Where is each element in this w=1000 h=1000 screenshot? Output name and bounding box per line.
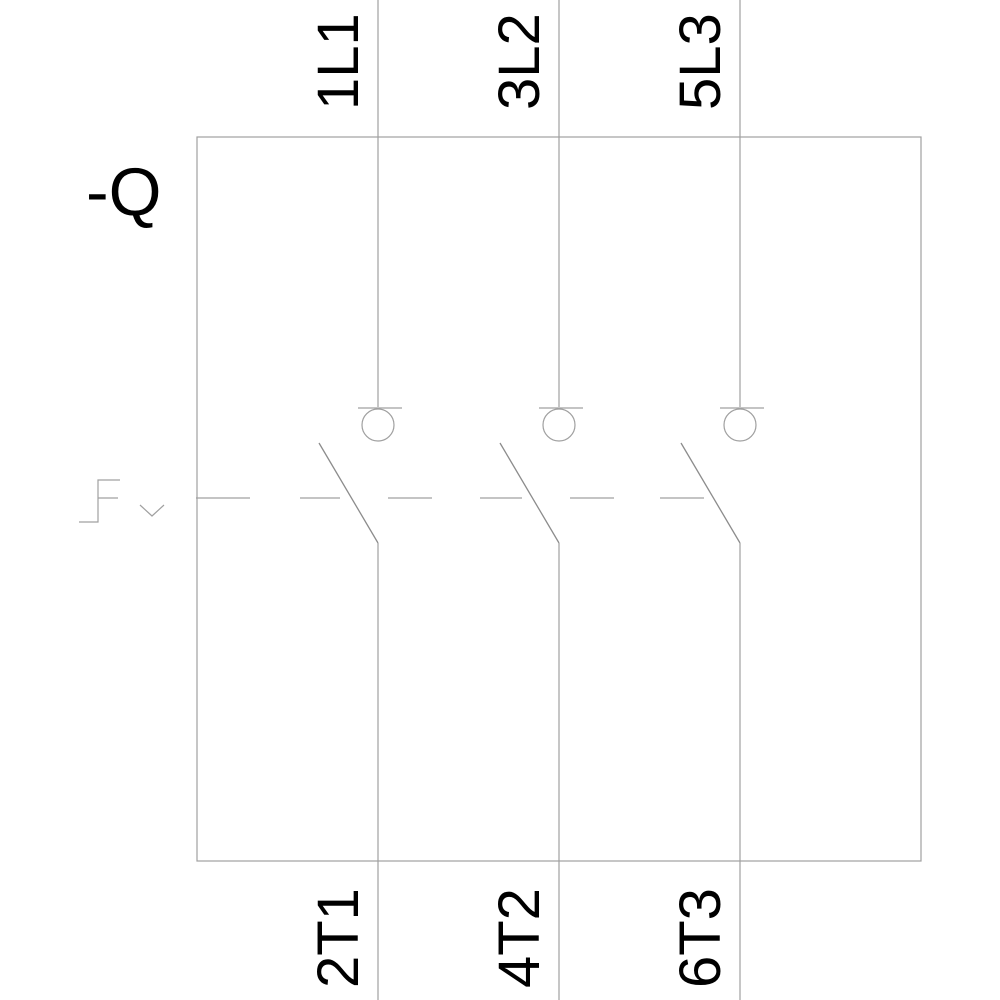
pole-2-top-label: 3L2 bbox=[487, 13, 552, 110]
pole-1-contact-icon bbox=[318, 442, 379, 544]
pole-3-top-label: 5L3 bbox=[668, 13, 733, 110]
pole-2 bbox=[499, 0, 583, 1000]
pole-1-top-label: 1L1 bbox=[306, 13, 371, 110]
pole-1-terminal-icon bbox=[361, 408, 395, 442]
pole-3-terminal-icon bbox=[723, 408, 757, 442]
pole-2-terminal-icon bbox=[542, 408, 576, 442]
pole-1-bottom-label: 2T1 bbox=[306, 888, 371, 988]
pole-2-contact-icon bbox=[499, 442, 560, 544]
device-label: -Q bbox=[86, 154, 162, 230]
pole-1 bbox=[318, 0, 402, 1000]
actuator-icon bbox=[79, 479, 165, 523]
pole-3-bottom-label: 6T3 bbox=[668, 888, 733, 988]
pole-3-contact-icon bbox=[680, 442, 741, 544]
pole-2-bottom-label: 4T2 bbox=[487, 888, 552, 988]
pole-3 bbox=[680, 0, 764, 1000]
